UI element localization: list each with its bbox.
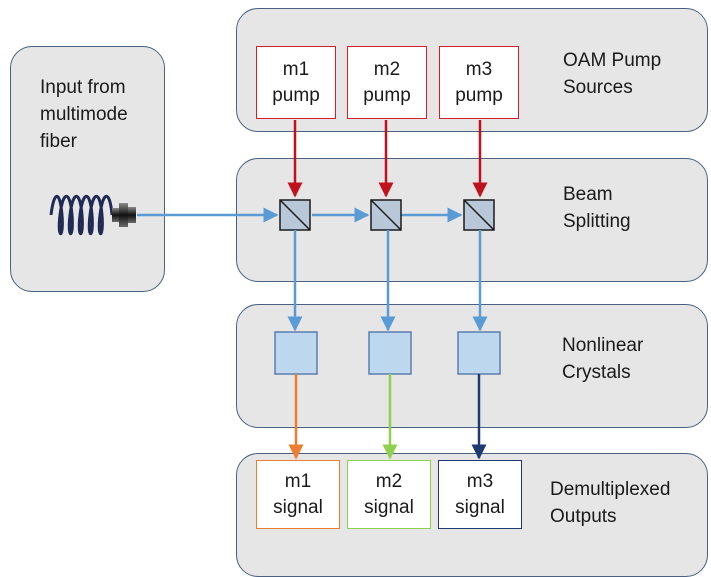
pump-box-m2: m2 pump bbox=[347, 46, 427, 119]
stage-label-outputs: Demultiplexed Outputs bbox=[550, 479, 671, 527]
fiber-coil-icon bbox=[49, 194, 114, 236]
signal-box-m1: m1 signal bbox=[256, 460, 340, 529]
stage-label-beam-splitting: Beam Splitting bbox=[563, 184, 631, 232]
input-label: Input from multimode fiber bbox=[40, 77, 128, 152]
input-panel bbox=[10, 46, 165, 292]
pump-box-m3: m3 pump bbox=[439, 46, 519, 119]
nonlinear-crystal-2 bbox=[368, 331, 412, 375]
fiber-connector-icon bbox=[112, 203, 136, 227]
stage-label-pump-sources: OAM Pump Sources bbox=[563, 50, 662, 98]
beam-splitter-3 bbox=[463, 199, 495, 231]
beam-splitter-1 bbox=[279, 199, 311, 231]
pump-box-m1: m1 pump bbox=[256, 46, 336, 119]
stage-label-nonlinear-crystals: Nonlinear Crystals bbox=[562, 335, 644, 383]
nonlinear-crystal-1 bbox=[274, 331, 318, 375]
beam-splitter-2 bbox=[370, 199, 402, 231]
signal-box-m2: m2 signal bbox=[347, 460, 431, 529]
nonlinear-crystal-3 bbox=[457, 331, 501, 375]
signal-box-m3: m3 signal bbox=[438, 460, 522, 529]
